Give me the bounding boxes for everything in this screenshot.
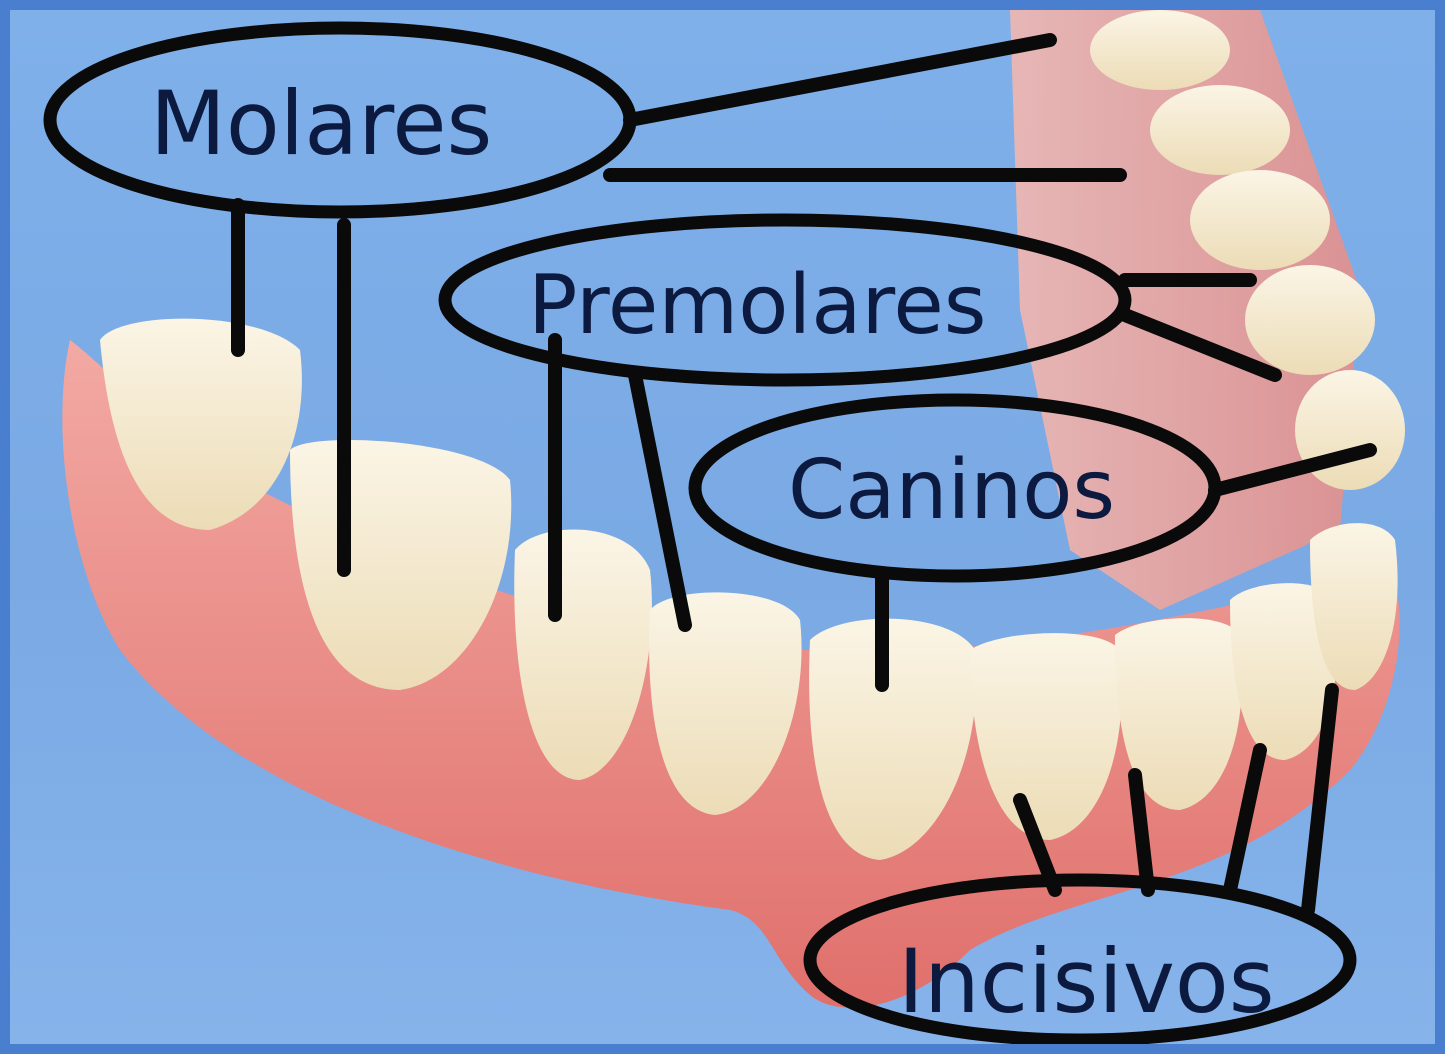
label-caninos: Caninos [788, 450, 1115, 532]
label-incisivos: Incisivos [898, 938, 1275, 1026]
label-molares: Molares [150, 80, 492, 168]
label-premolares: Premolares [528, 265, 987, 347]
